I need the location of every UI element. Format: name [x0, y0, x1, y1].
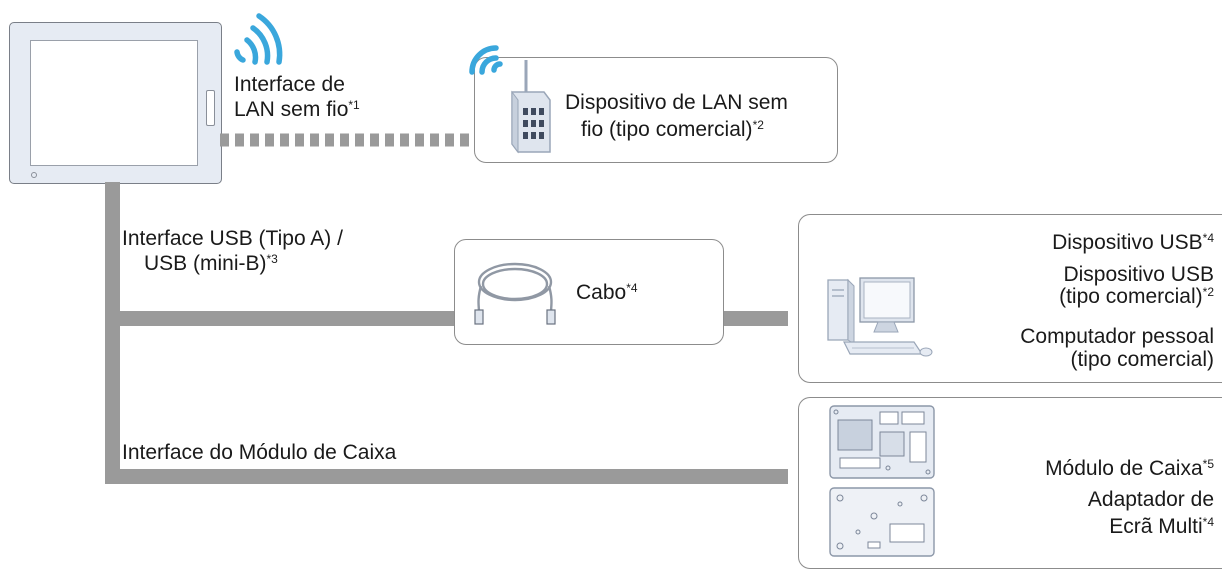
wireless-interface-line1: Interface de [234, 73, 345, 96]
usb-commercial-note: *2 [1202, 285, 1214, 299]
usb-commercial-line1: Dispositivo USB [1063, 263, 1214, 286]
usb-interface-label: Interface USB (Tipo A) / USB (mini-B)*3 [122, 226, 343, 276]
adapter-line2: Ecrã Multi [1109, 515, 1203, 538]
main-trunk-line [105, 182, 120, 484]
usb-interface-line2: USB (mini-B) [144, 252, 267, 275]
wireless-interface-line2: LAN sem fio [234, 98, 349, 121]
usb-connector-right [722, 311, 788, 326]
usb-connector-left [120, 311, 455, 326]
box-module-note: *5 [1202, 457, 1214, 471]
cable-note: *4 [626, 281, 638, 295]
usb-devices-group [798, 214, 1222, 383]
panel-terminal [9, 22, 222, 184]
panel-led [31, 172, 37, 178]
wireless-interface-note: *1 [348, 98, 360, 112]
usb-device-note: *4 [1202, 231, 1214, 245]
pc-line1: Computador pessoal [1020, 325, 1214, 348]
multi-display-adapter-icon [829, 487, 935, 557]
multi-display-adapter-label: Adaptador de Ecrã Multi*4 [1088, 486, 1214, 540]
wireless-link-dashed [220, 133, 476, 147]
usb-interface-note: *3 [266, 252, 278, 266]
adapter-line1: Adaptador de [1087, 488, 1214, 511]
box-module-interface-label: Interface do Módulo de Caixa [122, 441, 397, 464]
box-module-label: Módulo de Caixa [1045, 457, 1203, 480]
cable-icon [474, 262, 556, 325]
usb-commercial-label: Dispositivo USB (tipo comercial)*2 [1059, 264, 1214, 308]
pc-label: Computador pessoal (tipo comercial) [1020, 325, 1214, 371]
panel-side-slot [206, 90, 215, 126]
personal-computer-icon [827, 277, 933, 357]
panel-screen [30, 40, 198, 166]
wireless-access-point-icon [469, 45, 551, 154]
box-module-icon [829, 405, 935, 479]
usb-interface-line1: Interface USB (Tipo A) / [122, 227, 343, 250]
cable-box: Cabo*4 [454, 239, 724, 345]
wireless-device-line1: Dispositivo de LAN sem [565, 91, 788, 114]
usb-device-label: Dispositivo USB [1052, 231, 1203, 254]
wifi-icon [234, 13, 283, 65]
adapter-note: *4 [1202, 515, 1214, 529]
wireless-device-note: *2 [752, 118, 764, 132]
usb-commercial-line2: (tipo comercial) [1059, 285, 1203, 308]
wireless-device-line2: fio (tipo comercial) [581, 118, 753, 141]
box-module-connector [120, 469, 788, 484]
pc-line2: (tipo comercial) [1070, 348, 1214, 371]
wireless-interface-label: Interface de LAN sem fio*1 [234, 72, 360, 122]
cable-label: Cabo [576, 281, 627, 304]
